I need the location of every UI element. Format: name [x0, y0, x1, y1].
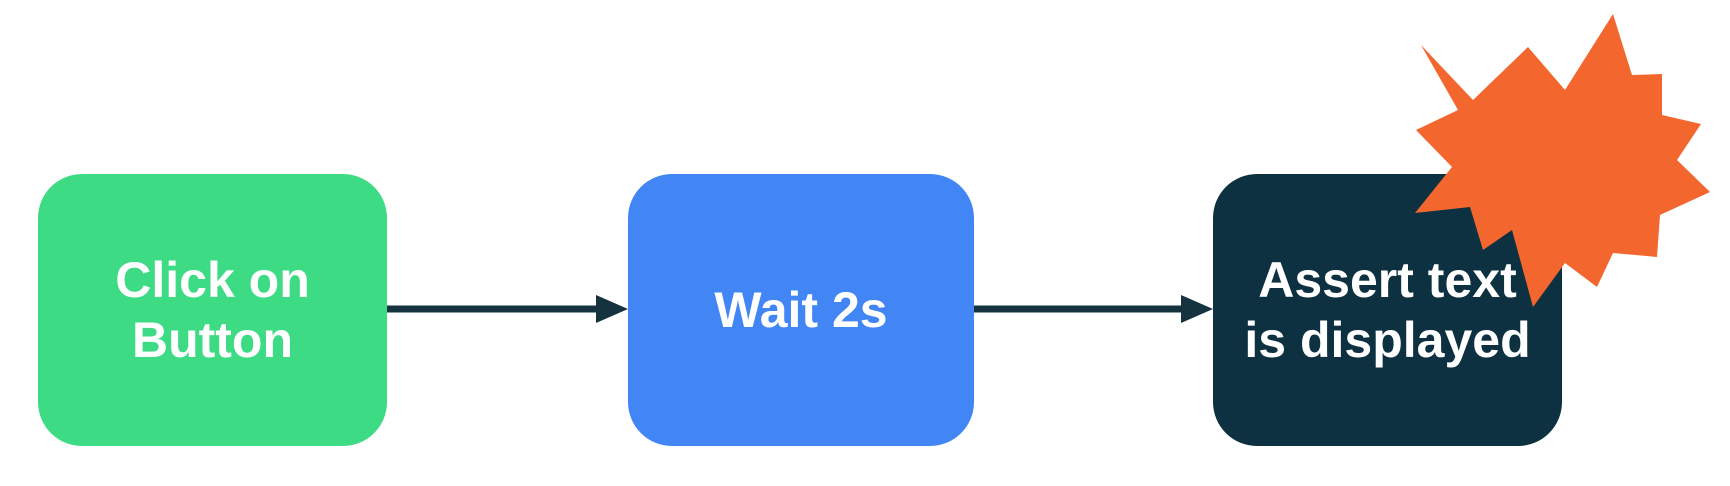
node-label-assert-text: Assert text is displayed — [1244, 252, 1531, 368]
connector-arrow-2 — [974, 295, 1213, 323]
connector-arrow-1 — [387, 295, 628, 323]
connector-arrow-1-head — [596, 295, 628, 323]
flow-node-assert-text[interactable]: Assert text is displayed — [1213, 174, 1562, 446]
connector-arrow-2-head — [1181, 295, 1213, 323]
flow-node-click-on-button[interactable]: Click on Button — [38, 174, 387, 446]
flow-node-wait-2s[interactable]: Wait 2s — [628, 174, 974, 446]
node-label-click-on-button: Click on Button — [115, 252, 310, 368]
node-label-wait-2s: Wait 2s — [714, 282, 888, 338]
